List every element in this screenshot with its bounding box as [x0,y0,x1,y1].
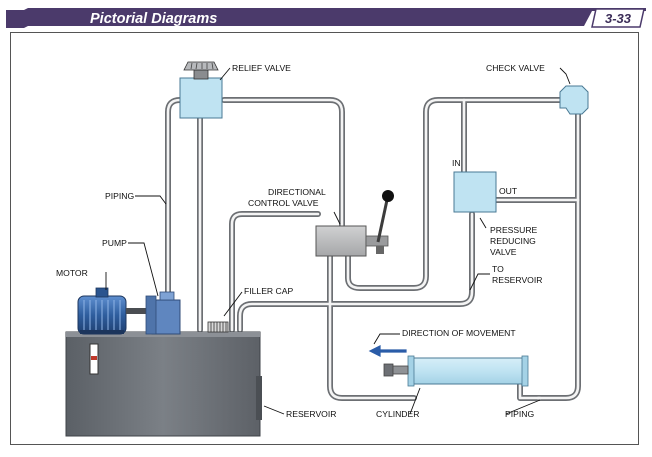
header-band: Pictorial Diagrams 3-33 [6,8,646,28]
pipe-directional-return [229,211,321,333]
pump-flange [145,295,157,335]
sight-gauge-level [91,356,97,360]
label-directional-1: DIRECTIONAL [268,187,326,197]
label-piping-bottom: PIPING [505,409,534,419]
motor [77,287,160,335]
motor-shaft-coupling [126,308,160,314]
pressure-reducing-valve [453,171,497,213]
leader-lines [105,67,571,415]
label-relief-valve: RELIEF VALVE [232,63,291,73]
relief-valve [179,61,223,119]
pressure-valve-body [453,171,497,213]
check-valve-body [559,85,589,115]
label-to: TO [492,264,504,274]
cylinder-rod-end [383,363,394,377]
label-check-valve: CHECK VALVE [486,63,545,73]
header-banner: Pictorial Diagrams 3-33 [6,8,646,28]
cylinder-body [411,357,525,385]
pipe-pump-riser [165,97,185,303]
labels: RELIEF VALVE CHECK VALVE PIPING DIRECTIO… [56,63,545,419]
label-piping-left: PIPING [105,191,134,201]
directional-valve-handle [382,190,394,202]
cylinder [383,355,529,387]
label-motor: MOTOR [56,268,88,278]
cylinder-rod [391,365,409,375]
label-directional-2: CONTROL VALVE [248,198,319,208]
label-pressure-1: PRESSURE [490,225,538,235]
label-out: OUT [499,186,518,196]
label-reservoir: RESERVOIR [286,409,336,419]
label-pressure-3: VALVE [490,247,517,257]
label-to-reservoir: RESERVOIR [492,275,542,285]
filler-cap [207,321,229,333]
directional-control-valve [315,190,394,257]
relief-valve-knob [183,61,219,71]
directional-valve-lever [376,199,389,243]
pump [145,291,181,335]
label-filler-cap: FILLER CAP [244,286,293,296]
motor-junction-box [95,287,109,298]
label-pressure-2: REDUCING [490,236,536,246]
relief-valve-body [179,77,223,119]
page-number: 3-33 [605,11,632,26]
direction-arrow-icon [368,345,407,357]
pipe-directional-to-cylinder [327,251,417,401]
label-pump: PUMP [102,238,127,248]
label-direction: DIRECTION OF MOVEMENT [402,328,516,338]
label-cylinder: CYLINDER [376,409,419,419]
reservoir [65,331,262,437]
piping-network [165,97,581,401]
label-in: IN [452,158,461,168]
header-band-shape [6,8,646,28]
pump-outlet [159,291,175,301]
reservoir-side-plate [256,376,262,420]
pipe-check-down [535,109,581,401]
check-valve [559,85,589,115]
pump-body [151,299,181,335]
page-number-box [591,8,645,28]
page-title: Pictorial Diagrams [90,11,217,27]
directional-valve-body [315,225,367,257]
